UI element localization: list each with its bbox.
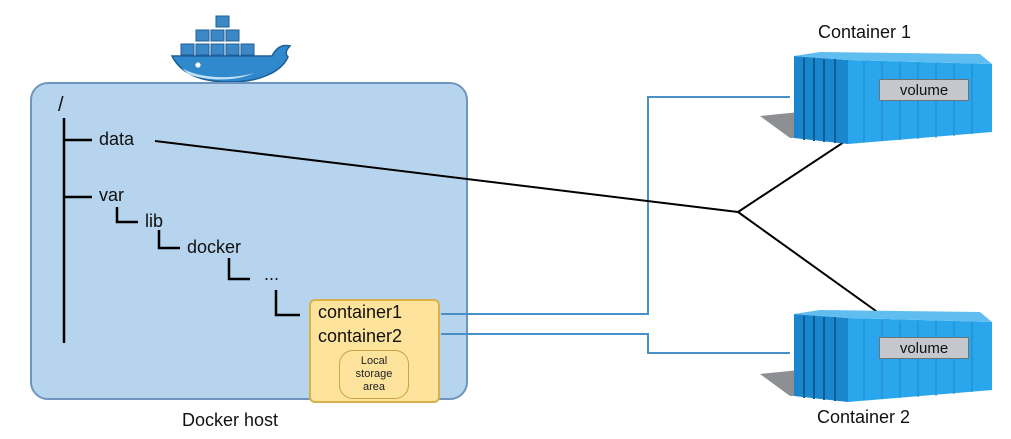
storage-item-container1: container1 [318, 302, 403, 322]
tree-item-var: var [99, 185, 125, 205]
root-path-label: / [58, 94, 64, 116]
docker-host-panel [30, 82, 468, 400]
docker-host-caption: Docker host [182, 410, 279, 430]
shipping-container-icon [760, 310, 992, 402]
tree-item-docker: docker [187, 237, 242, 257]
docker-whale-logo [170, 15, 292, 83]
tree-item-ellipsis: ... [264, 264, 280, 284]
link-data-to-junction [154, 140, 739, 213]
storage-item-container2: container2 [318, 326, 403, 346]
container-1-volume: volume [879, 79, 969, 101]
tree-item-data: data [99, 129, 135, 149]
container-2-volume: volume [879, 337, 969, 359]
container-2-title: Container 2 [817, 407, 911, 427]
tree-item-lib: lib [145, 211, 164, 231]
link-container1-to-container-1 [441, 96, 790, 315]
container-1-title: Container 1 [818, 22, 912, 42]
shipping-container-icon [760, 52, 992, 144]
link-container2-to-container-2 [441, 333, 790, 354]
local-storage-area: Local storage area [339, 350, 409, 399]
